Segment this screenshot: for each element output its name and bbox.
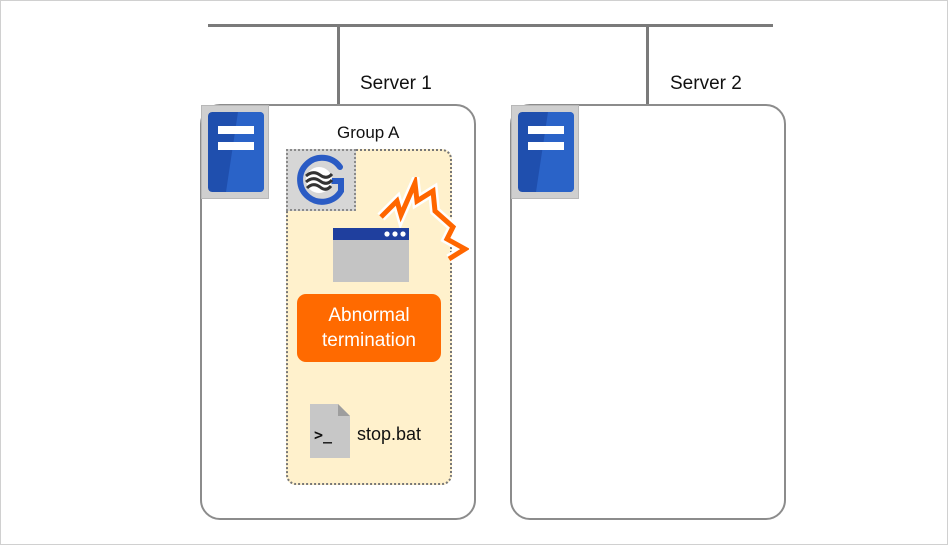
svg-text:>_: >_ — [314, 426, 333, 444]
group-label: Group A — [337, 123, 400, 142]
server1-icon-tile — [201, 105, 269, 199]
cluster-logo-icon — [297, 154, 344, 205]
script-file-icon: >_ — [310, 404, 350, 458]
failure-lightning-icon — [377, 177, 469, 263]
script-filename: stop.bat — [357, 424, 422, 444]
server-icon — [208, 112, 264, 192]
network-bus — [208, 24, 773, 27]
server2-connector — [646, 26, 649, 106]
abnormal-termination-status: Abnormal termination — [297, 294, 441, 362]
server1-label: Server 1 — [360, 73, 432, 94]
server-icon — [518, 112, 574, 192]
server2-icon-tile — [511, 105, 579, 199]
server2-label: Server 2 — [670, 73, 742, 94]
cluster-logo-tile — [286, 149, 356, 211]
application-window-icon — [333, 228, 409, 282]
server1-connector — [337, 26, 340, 106]
